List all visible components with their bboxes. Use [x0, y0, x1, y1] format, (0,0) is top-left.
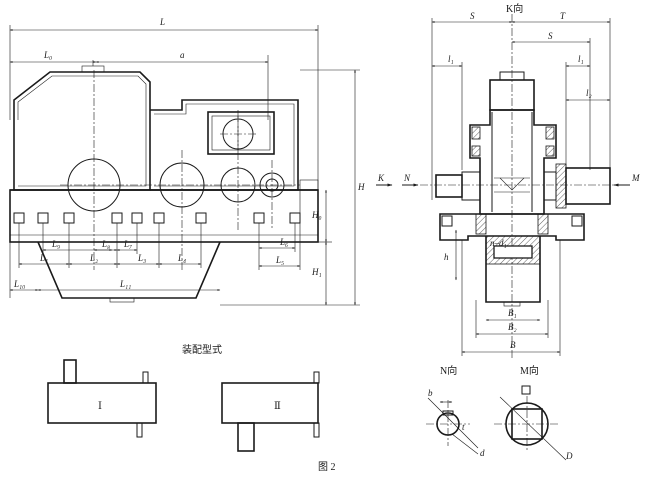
front-view: L L₀ a	[9, 17, 365, 306]
label-h: h	[444, 252, 449, 262]
label-b: b	[428, 388, 433, 398]
label-D: D	[565, 451, 573, 461]
label-L6: L₆	[279, 237, 288, 247]
label-L7: L₇	[123, 239, 132, 249]
label-L11: L₁₁	[119, 279, 131, 289]
label-L2: L₂	[89, 253, 98, 263]
figure-label: 图 2	[318, 461, 336, 473]
shaft-end-views: N向 M向 b t d D	[426, 364, 573, 461]
base	[9, 189, 319, 243]
label-S-right: S	[548, 31, 553, 41]
label-L5: L₅	[275, 255, 284, 265]
label-S-left: S	[470, 11, 475, 21]
assembly-title: 装配型式	[182, 343, 222, 356]
label-m-view: M向	[520, 364, 539, 377]
label-l1-left: l₁	[448, 54, 454, 64]
label-L0: L₀	[43, 50, 52, 60]
label-l2: l₂	[586, 88, 592, 98]
label-k-direction: K向	[506, 2, 523, 15]
assembly-type-1-label: Ⅰ	[98, 401, 102, 412]
label-H: H	[357, 182, 365, 192]
label-L3: L₃	[137, 253, 146, 263]
assembly-type-1-upper-shaft	[63, 359, 77, 384]
label-L10: L₁₀	[13, 279, 25, 289]
label-L4: L₄	[177, 253, 186, 263]
output-shaft-right	[565, 167, 611, 205]
assembly-type-2-box	[221, 382, 319, 424]
side-housing	[469, 109, 557, 215]
label-H0: H₀	[311, 210, 322, 220]
inspection-cover	[207, 111, 275, 155]
label-n-view: N向	[440, 364, 457, 377]
label-L: L	[159, 17, 165, 27]
label-a: a	[180, 50, 185, 60]
assembly-type-1-box	[47, 382, 157, 424]
assembly-types: 装配型式 Ⅰ Ⅱ	[47, 343, 320, 452]
label-B2: B₂	[508, 322, 517, 332]
side-base	[439, 213, 585, 241]
foundation-bolts	[13, 212, 301, 224]
housing-cover-right	[150, 99, 299, 191]
label-T: T	[560, 11, 566, 21]
assembly-type-2-lower-shaft	[237, 422, 255, 452]
label-t: t	[462, 422, 465, 432]
side-view: K向 S T S l₁ l₁ l₂	[376, 2, 640, 360]
label-B: B	[510, 340, 516, 350]
label-K: K	[377, 173, 385, 183]
oil-sump	[37, 241, 221, 299]
label-d: d	[480, 448, 485, 458]
label-l1-right: l₁	[578, 54, 584, 64]
label-B1: B₁	[508, 308, 517, 318]
label-N: N	[403, 173, 411, 183]
label-L8: L₈	[101, 239, 110, 249]
label-L9: L₉	[51, 239, 60, 249]
label-nd1: n–d₁	[490, 238, 507, 248]
label-L1: L₁	[39, 253, 48, 263]
label-H1: H₁	[311, 267, 322, 277]
input-shaft-left	[435, 174, 463, 198]
label-M: M	[631, 173, 640, 183]
assembly-type-2-label: Ⅱ	[274, 401, 281, 412]
